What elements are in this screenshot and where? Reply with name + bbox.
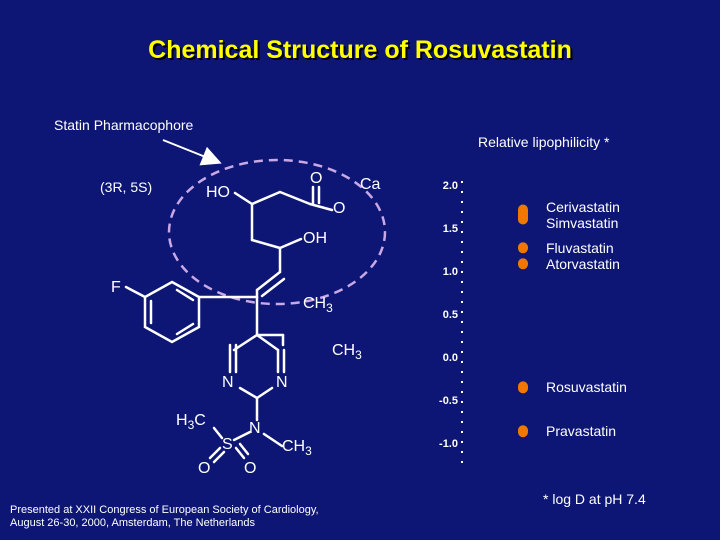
legend-drug-name: Rosuvastatin (546, 379, 627, 396)
stereo-label: (3R, 5S) (100, 179, 153, 195)
lipophilicity-markers (518, 204, 528, 438)
legend-entry: Rosuvastatin (546, 379, 627, 395)
atom-ch3-a: CH3 (303, 295, 333, 316)
atom-f: F (111, 279, 121, 296)
atom-o-left: O (198, 460, 211, 477)
legend-drug-name: Atorvastatin (546, 255, 620, 272)
atom-s: S (222, 436, 233, 453)
tick-label: 1.5 (442, 223, 458, 235)
atom-n-left: N (222, 374, 234, 391)
atom-ho: HO (206, 184, 230, 201)
pharmacophore-label: Statin Pharmacophore (54, 117, 194, 133)
citation: Presented at XXII Congress of European S… (10, 504, 319, 530)
tick-label: 0.5 (442, 309, 458, 321)
citation-line-1: Presented at XXII Congress of European S… (10, 504, 319, 516)
molecule-bonds (124, 185, 334, 464)
atom-n-right: N (276, 374, 288, 391)
atom-o-carboxylate: O (333, 200, 346, 217)
tick-label: -0.5 (439, 395, 458, 407)
pharmacophore-arrow (162, 139, 222, 166)
legend-drug-name: Cerivastatin (546, 198, 620, 215)
lipophilicity-marker (518, 258, 528, 270)
atom-oh: OH (303, 230, 327, 247)
lipophilicity-marker (518, 381, 528, 394)
slide-title: Chemical Structure of Rosuvastatin (148, 36, 572, 64)
legend-drug-name: Fluvastatin (546, 239, 614, 256)
tick-label: -1.0 (439, 438, 458, 450)
lipophilicity-marker (518, 242, 528, 254)
lipophilicity-marker (518, 425, 528, 438)
tick-label: 2.0 (442, 180, 458, 192)
lipophilicity-marker (518, 204, 528, 225)
footnote: * log D at pH 7.4 (543, 491, 646, 507)
atom-ch3-b: CH3 (332, 342, 362, 363)
atom-o-carbonyl: O (310, 170, 323, 187)
atom-n-sulfonamide: N (249, 420, 261, 437)
atom-ca: Ca (360, 176, 381, 193)
legend-entry: Pravastatin (546, 423, 616, 439)
citation-line-2: August 26-30, 2000, Amsterdam, The Nethe… (10, 517, 255, 529)
legend-drug-name: Pravastatin (546, 423, 617, 440)
atom-h3c: H3C (176, 412, 206, 433)
legend-drug-name: Simvastatin (546, 214, 619, 231)
pharmacophore-ellipse (167, 158, 387, 306)
tick-label: 0.0 (442, 352, 458, 364)
atom-o-right: O (244, 460, 257, 477)
tick-label: 1.0 (442, 266, 458, 278)
atom-ch3-c: CH3 (282, 438, 312, 459)
scale-title: Relative lipophilicity * (478, 134, 610, 150)
